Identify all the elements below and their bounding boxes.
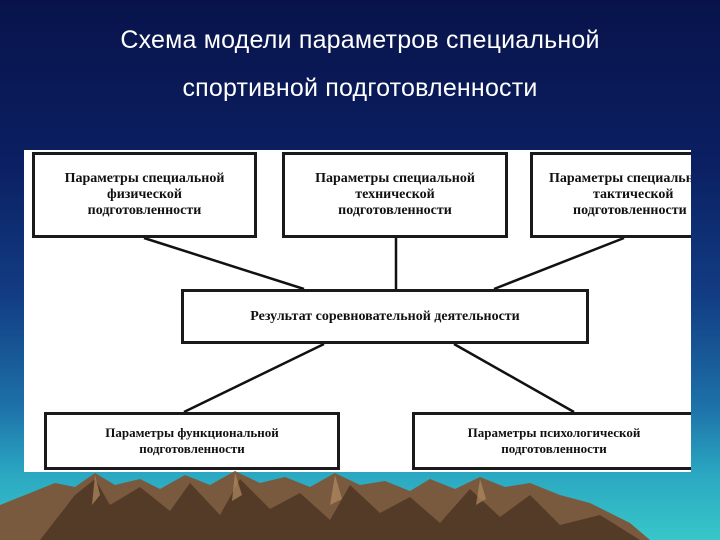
box-functional-preparedness: Параметры функциональной подготовленност… (44, 412, 340, 470)
box-functional-line-2: подготовленности (139, 441, 245, 456)
parameter-model-diagram: Параметры специальной физической подгото… (24, 150, 691, 472)
connector-result-functional (183, 342, 325, 414)
box-psychological-line-2: подготовленности (501, 441, 607, 456)
box-tactical-line-1: Параметры специальной (549, 171, 691, 186)
slide-title-line-2: спортивной подготовленности (182, 74, 538, 102)
box-technical-line-1: Параметры специальной (315, 171, 475, 186)
box-tactical-preparedness: Параметры специальной тактической подгот… (530, 152, 691, 238)
connector-physical-result (143, 236, 305, 291)
box-physical-line-1: Параметры специальной (64, 171, 225, 186)
connector-tactical-result (493, 236, 625, 291)
box-psychological-line-1: Параметры психологической (467, 425, 641, 440)
box-technical-line-3: подготовленности (338, 203, 452, 218)
box-functional-line-1: Параметры функциональной (105, 425, 279, 440)
box-physical-line-3: подготовленности (87, 203, 202, 218)
mountain-range-decoration (0, 471, 650, 540)
connector-result-psychological (453, 342, 575, 414)
box-technical-preparedness: Параметры специальной технической подгот… (282, 152, 508, 238)
box-result-label: Результат соревновательной деятельности (250, 308, 520, 324)
box-tactical-line-2: тактической (593, 187, 674, 202)
mountain-ridge-shadow (40, 479, 640, 540)
connector-lines (143, 236, 625, 414)
box-psychological-preparedness: Параметры психологической подготовленнос… (412, 412, 691, 470)
slide-title-line-1: Схема модели параметров специальной (120, 26, 600, 54)
box-tactical-line-3: подготовленности (573, 203, 687, 218)
box-technical-line-2: технической (355, 187, 435, 202)
box-physical-line-2: физической (107, 187, 182, 202)
box-physical-preparedness: Параметры специальной физической подгото… (32, 152, 257, 238)
box-competition-result: Результат соревновательной деятельности (181, 289, 589, 344)
